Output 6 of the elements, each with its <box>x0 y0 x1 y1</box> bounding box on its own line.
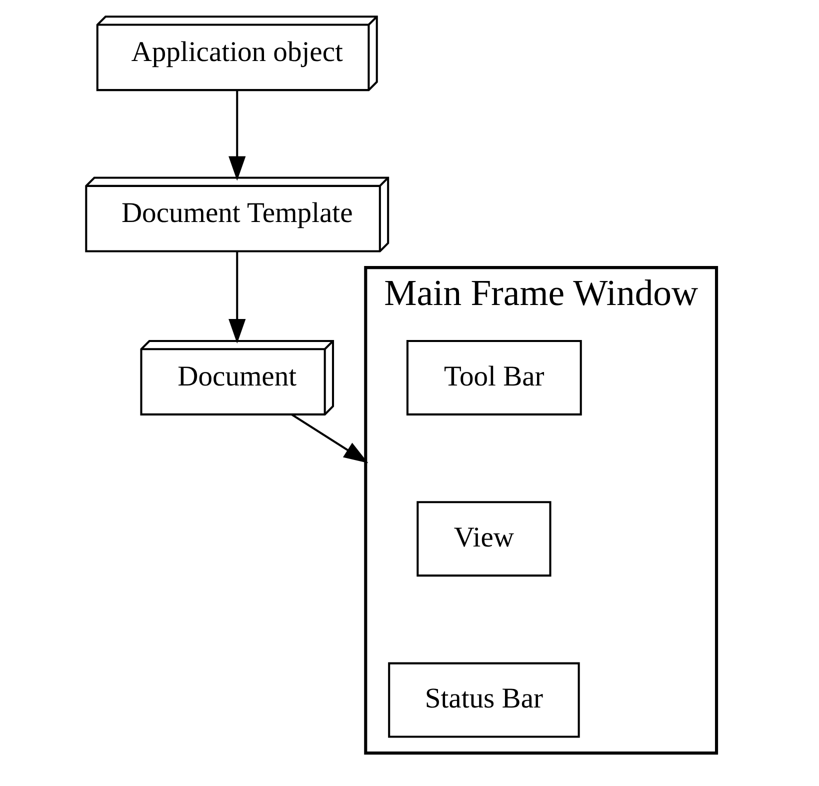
arrow <box>291 414 368 464</box>
arrow <box>228 90 246 181</box>
node-box: Tool Bar <box>406 340 582 416</box>
arrow <box>228 252 246 344</box>
node-box: View <box>416 501 552 577</box>
node-box: Status Bar <box>388 662 580 738</box>
